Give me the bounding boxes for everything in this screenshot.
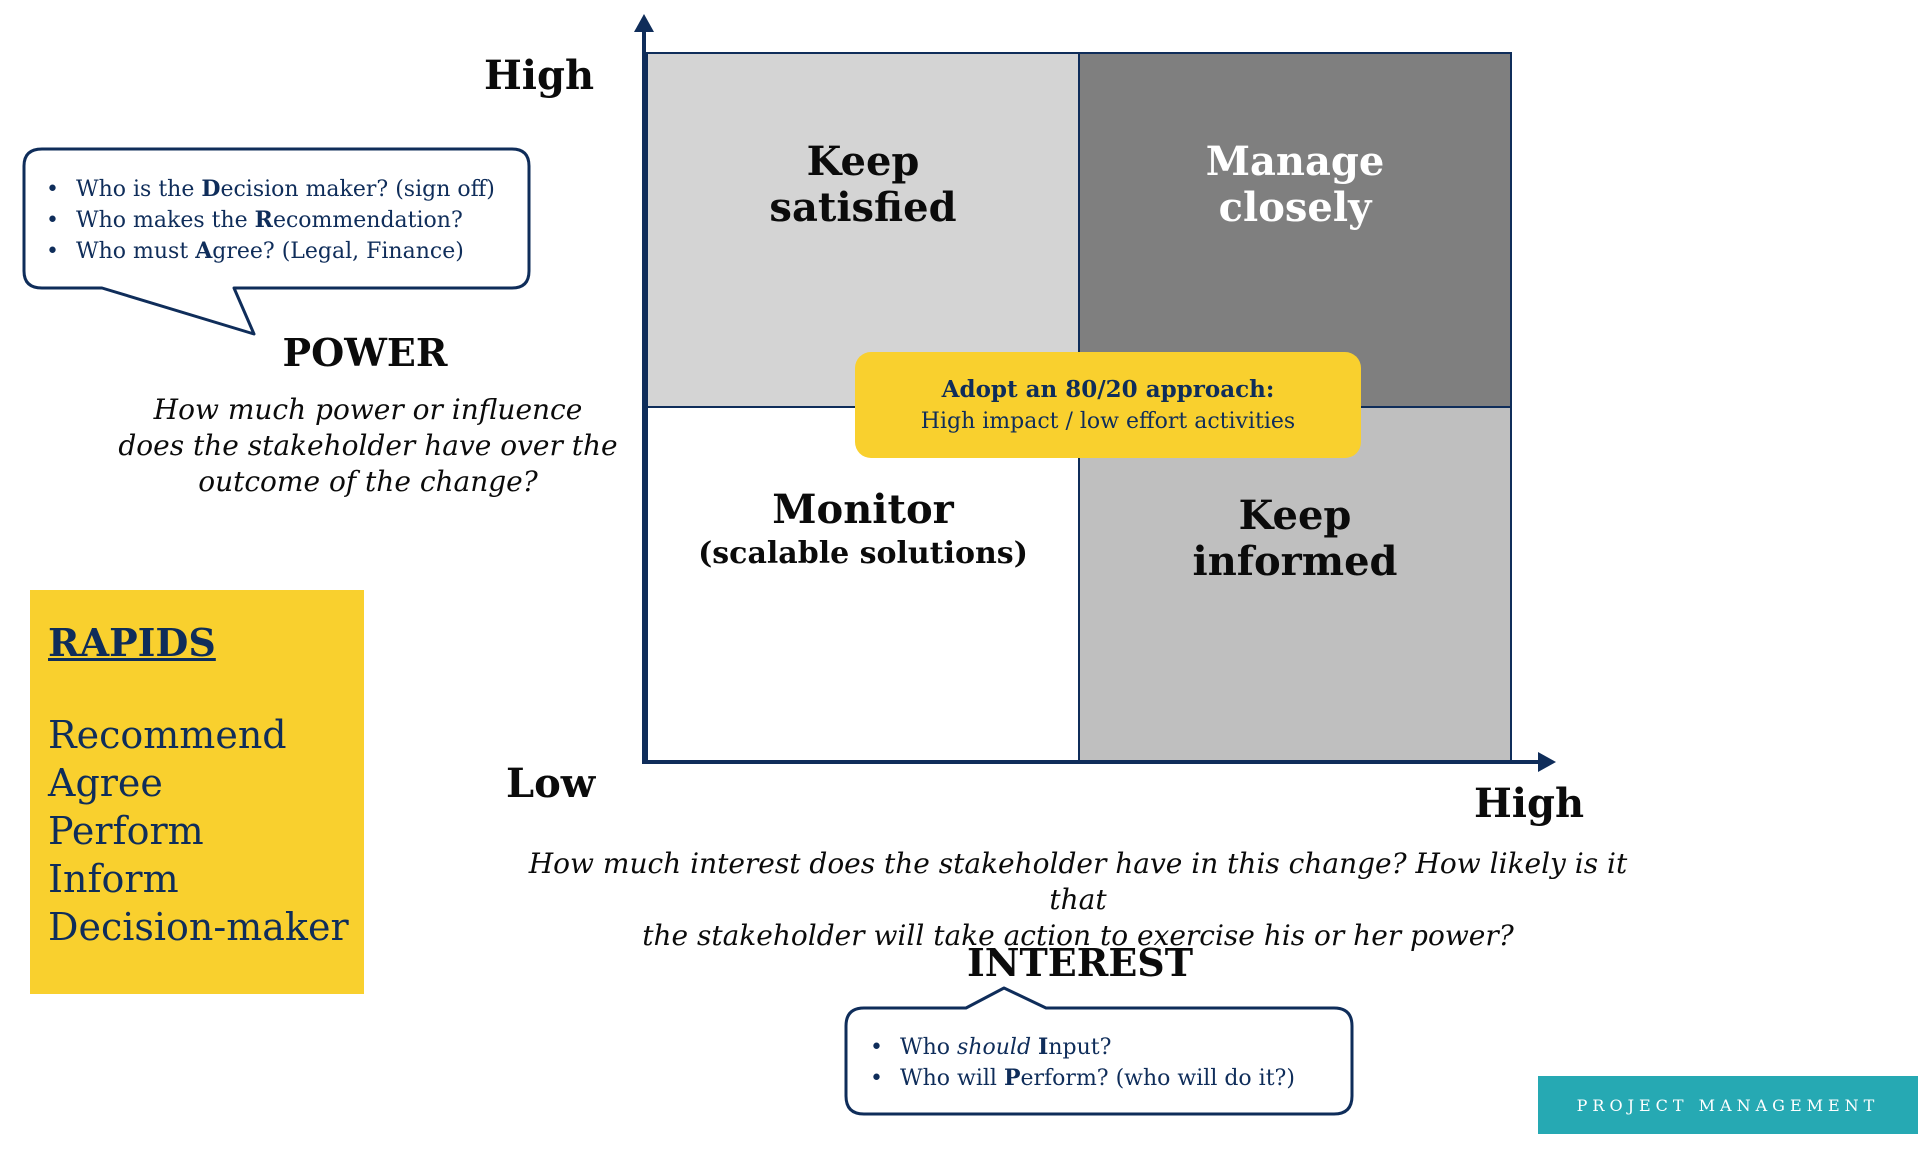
rapids-box: RAPIDS Recommend Agree Perform Inform De… bbox=[30, 590, 364, 994]
rapids-item: Inform bbox=[48, 857, 179, 901]
interest-bubble-item: Who should Input? bbox=[864, 1032, 1295, 1063]
x-axis-high-label: High bbox=[1474, 780, 1585, 827]
interest-title: INTEREST bbox=[966, 940, 1193, 985]
brand-label: PROJECT MANAGEMENT bbox=[1538, 1076, 1918, 1134]
quadrant-manage-closely-label: Manage closely bbox=[1205, 138, 1385, 231]
power-bubble-list: Who is the Decision maker? (sign off) Wh… bbox=[40, 174, 495, 267]
power-bubble-item: Who must Agree? (Legal, Finance) bbox=[40, 236, 495, 267]
rapids-item: Recommend bbox=[48, 713, 287, 757]
rapids-item: Decision-maker bbox=[48, 905, 349, 949]
power-question: How much power or influence does the sta… bbox=[118, 393, 618, 498]
quadrant-keep-informed: Keep informed bbox=[1078, 406, 1512, 762]
interest-bubble-item: Who will Perform? (who will do it?) bbox=[864, 1063, 1295, 1094]
rapids-heading: RAPIDS bbox=[48, 620, 216, 665]
power-title: POWER bbox=[282, 330, 448, 375]
interest-bubble-list: Who should Input? Who will Perform? (who… bbox=[864, 1032, 1295, 1094]
x-axis-line bbox=[642, 760, 1542, 764]
x-axis-arrow-icon bbox=[1538, 752, 1556, 772]
center-callout-subtitle: High impact / low effort activities bbox=[920, 409, 1296, 434]
quadrant-monitor-sublabel: (scalable solutions) bbox=[698, 535, 1028, 571]
power-bubble-item: Who is the Decision maker? (sign off) bbox=[40, 174, 495, 205]
x-axis-low-label: Low bbox=[506, 760, 596, 807]
center-callout: Adopt an 80/20 approach: High impact / l… bbox=[855, 352, 1361, 458]
quadrant-keep-informed-label: Keep informed bbox=[1192, 492, 1398, 585]
rapids-item: Agree bbox=[48, 761, 163, 805]
quadrant-keep-satisfied: Keep satisfied bbox=[646, 52, 1080, 408]
quadrant-monitor-label: Monitor bbox=[772, 485, 954, 533]
quadrant-manage-closely: Manage closely bbox=[1078, 52, 1512, 408]
center-callout-title: Adopt an 80/20 approach: bbox=[941, 376, 1275, 403]
y-axis-high-label: High bbox=[484, 52, 595, 99]
interest-question: How much interest does the stakeholder h… bbox=[528, 847, 1628, 952]
quadrant-keep-satisfied-label: Keep satisfied bbox=[769, 138, 957, 231]
power-bubble-item: Who makes the Recommendation? bbox=[40, 205, 495, 236]
rapids-item: Perform bbox=[48, 809, 204, 853]
y-axis-line bbox=[642, 24, 646, 764]
y-axis-arrow-icon bbox=[634, 14, 654, 32]
quadrant-monitor: Monitor (scalable solutions) bbox=[646, 406, 1080, 762]
